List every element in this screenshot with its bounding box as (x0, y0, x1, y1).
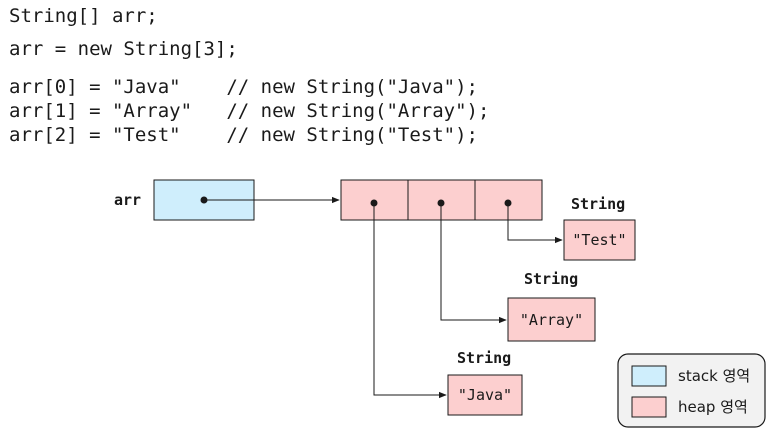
string-type-label-java: String (457, 349, 511, 367)
arrow-slot-1-to-array (440, 203, 507, 324)
arrow-slot-2-to-test (507, 203, 563, 244)
arr-variable-label: arr (114, 191, 141, 209)
string-object-java (447, 374, 523, 416)
string-object-test (563, 219, 636, 261)
code-line-declare: String[] arr; (9, 5, 158, 27)
string-value-test: "Test" (572, 231, 626, 249)
string-object-array (507, 297, 596, 342)
code-line-allocate: arr = new String[3]; (9, 38, 238, 60)
string-value-array: "Array" (520, 311, 583, 329)
string-value-java: "Java" (458, 386, 512, 404)
legend-label-heap: heap 영역 (678, 398, 748, 416)
string-type-label-test: String (571, 195, 625, 213)
legend-label-stack: stack 영역 (678, 367, 750, 385)
legend-swatch-stack (631, 365, 667, 387)
arrow-slot-0-to-java (373, 203, 447, 399)
code-line-assign-0: arr[0] = "Java" // new String("Java"); (9, 76, 478, 98)
string-type-label-array: String (524, 270, 578, 288)
code-line-assign-2: arr[2] = "Test" // new String("Test"); (9, 124, 478, 146)
code-line-assign-1: arr[1] = "Array" // new String("Array"); (9, 100, 490, 122)
legend-swatch-heap (631, 396, 667, 418)
